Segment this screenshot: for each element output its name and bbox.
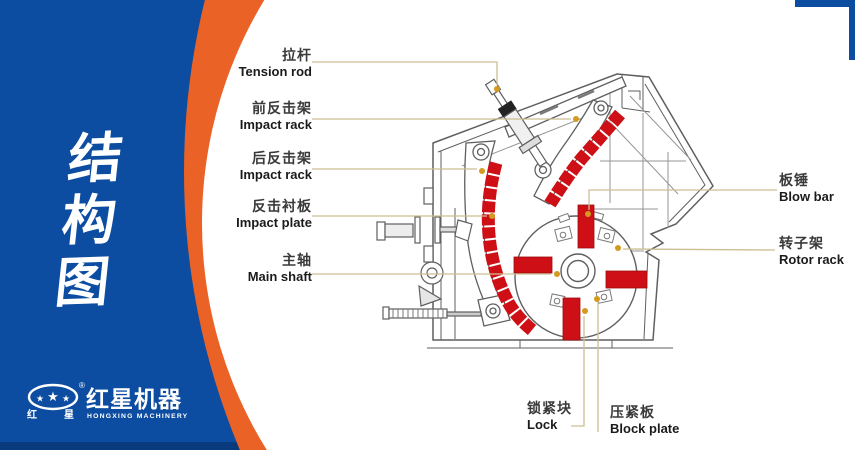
label-impact-plate: 反击衬板 Impact plate: [236, 198, 312, 230]
title-char: 构: [58, 190, 120, 252]
label-en: Block plate: [610, 421, 680, 436]
blow-bar-bottom: [562, 297, 581, 341]
title-char: 图: [52, 252, 113, 314]
leader-lock: [571, 316, 585, 427]
corner-decoration-vertical: [849, 7, 855, 60]
label-block-plate: 压紧板 Block plate: [610, 404, 679, 436]
label-en: Rotor rack: [779, 252, 845, 267]
brand-name-zh: 红星机器: [86, 386, 182, 412]
label-en: Blow bar: [779, 189, 834, 204]
label-zh: 转子架: [779, 235, 824, 251]
label-zh: 板锤: [779, 172, 809, 188]
label-zh: 后反击架: [252, 150, 312, 166]
label-zh: 反击衬板: [252, 198, 312, 214]
label-front-impact-rack: 前反击架 Impact rack: [240, 100, 312, 132]
front-impact-rack-arm: [533, 99, 613, 205]
star-icon: ★: [36, 394, 44, 404]
rear-impact-plate-arc: [481, 161, 537, 336]
leader-dots: [479, 86, 621, 314]
leader-rotor-rack: [622, 248, 776, 251]
brand-name-en: HONGXING MACHINERY: [87, 413, 188, 420]
leader-blow-bar: [588, 189, 777, 210]
rear-impact-rack-arm: [464, 140, 511, 327]
label-en: Tension rod: [238, 64, 312, 79]
label-en: Impact rack: [239, 167, 312, 182]
label-en: Impact plate: [236, 215, 312, 230]
registered-trademark-icon: ®: [79, 381, 85, 390]
blow-bar-left: [513, 256, 553, 274]
star-icon: ★: [47, 389, 59, 404]
label-rotor-rack: 转子架 Rotor rack: [779, 235, 844, 267]
content-white-area: [202, 0, 300, 450]
label-zh: 压紧板: [610, 404, 655, 420]
brand-logo: ★ ★ ★ ® 红 星 红星机器 HONGXING MACHINERY: [27, 381, 188, 421]
label-lock: 锁紧块 Lock: [527, 400, 572, 432]
blow-bar-top: [577, 204, 595, 249]
label-zh: 拉杆: [282, 47, 312, 63]
lower-adjust-rod: [382, 306, 482, 320]
logo-oval: [27, 383, 79, 411]
label-zh: 主轴: [282, 252, 312, 268]
title-char: 结: [65, 128, 126, 190]
label-zh: 前反击架: [252, 100, 312, 116]
rotor-disc: [514, 211, 638, 339]
label-en: Main shaft: [247, 269, 312, 284]
label-rear-impact-rack: 后反击架 Impact rack: [240, 150, 312, 182]
left-wall-details: [418, 187, 444, 307]
leader-lines: [312, 61, 777, 432]
label-en: Impact rack: [239, 117, 312, 132]
tension-rod-part: [484, 78, 548, 168]
blow-bar-right: [605, 270, 648, 289]
impact-plate-liners: [481, 109, 625, 336]
label-en: Lock: [527, 417, 558, 432]
corner-decoration-horizontal: [795, 0, 855, 7]
front-impact-plate-arc: [544, 109, 625, 208]
sidebar-background: [0, 0, 300, 450]
label-blow-bar: 板锤 Blow bar: [779, 172, 834, 204]
label-zh: 锁紧块: [527, 400, 572, 416]
star-icon: ★: [62, 394, 70, 404]
label-main-shaft: 主轴 Main shaft: [248, 252, 312, 284]
label-tension-rod: 拉杆 Tension rod: [239, 47, 312, 79]
logo-char-right: 星: [64, 409, 74, 421]
leader-tension-rod: [312, 61, 498, 85]
sidebar-footer-strip: [0, 442, 300, 450]
upper-adjust-cylinder: [376, 216, 473, 244]
blow-bars: [513, 204, 648, 341]
logo-char-left: 红: [27, 408, 37, 421]
rack-hanger-beam: [504, 76, 627, 138]
